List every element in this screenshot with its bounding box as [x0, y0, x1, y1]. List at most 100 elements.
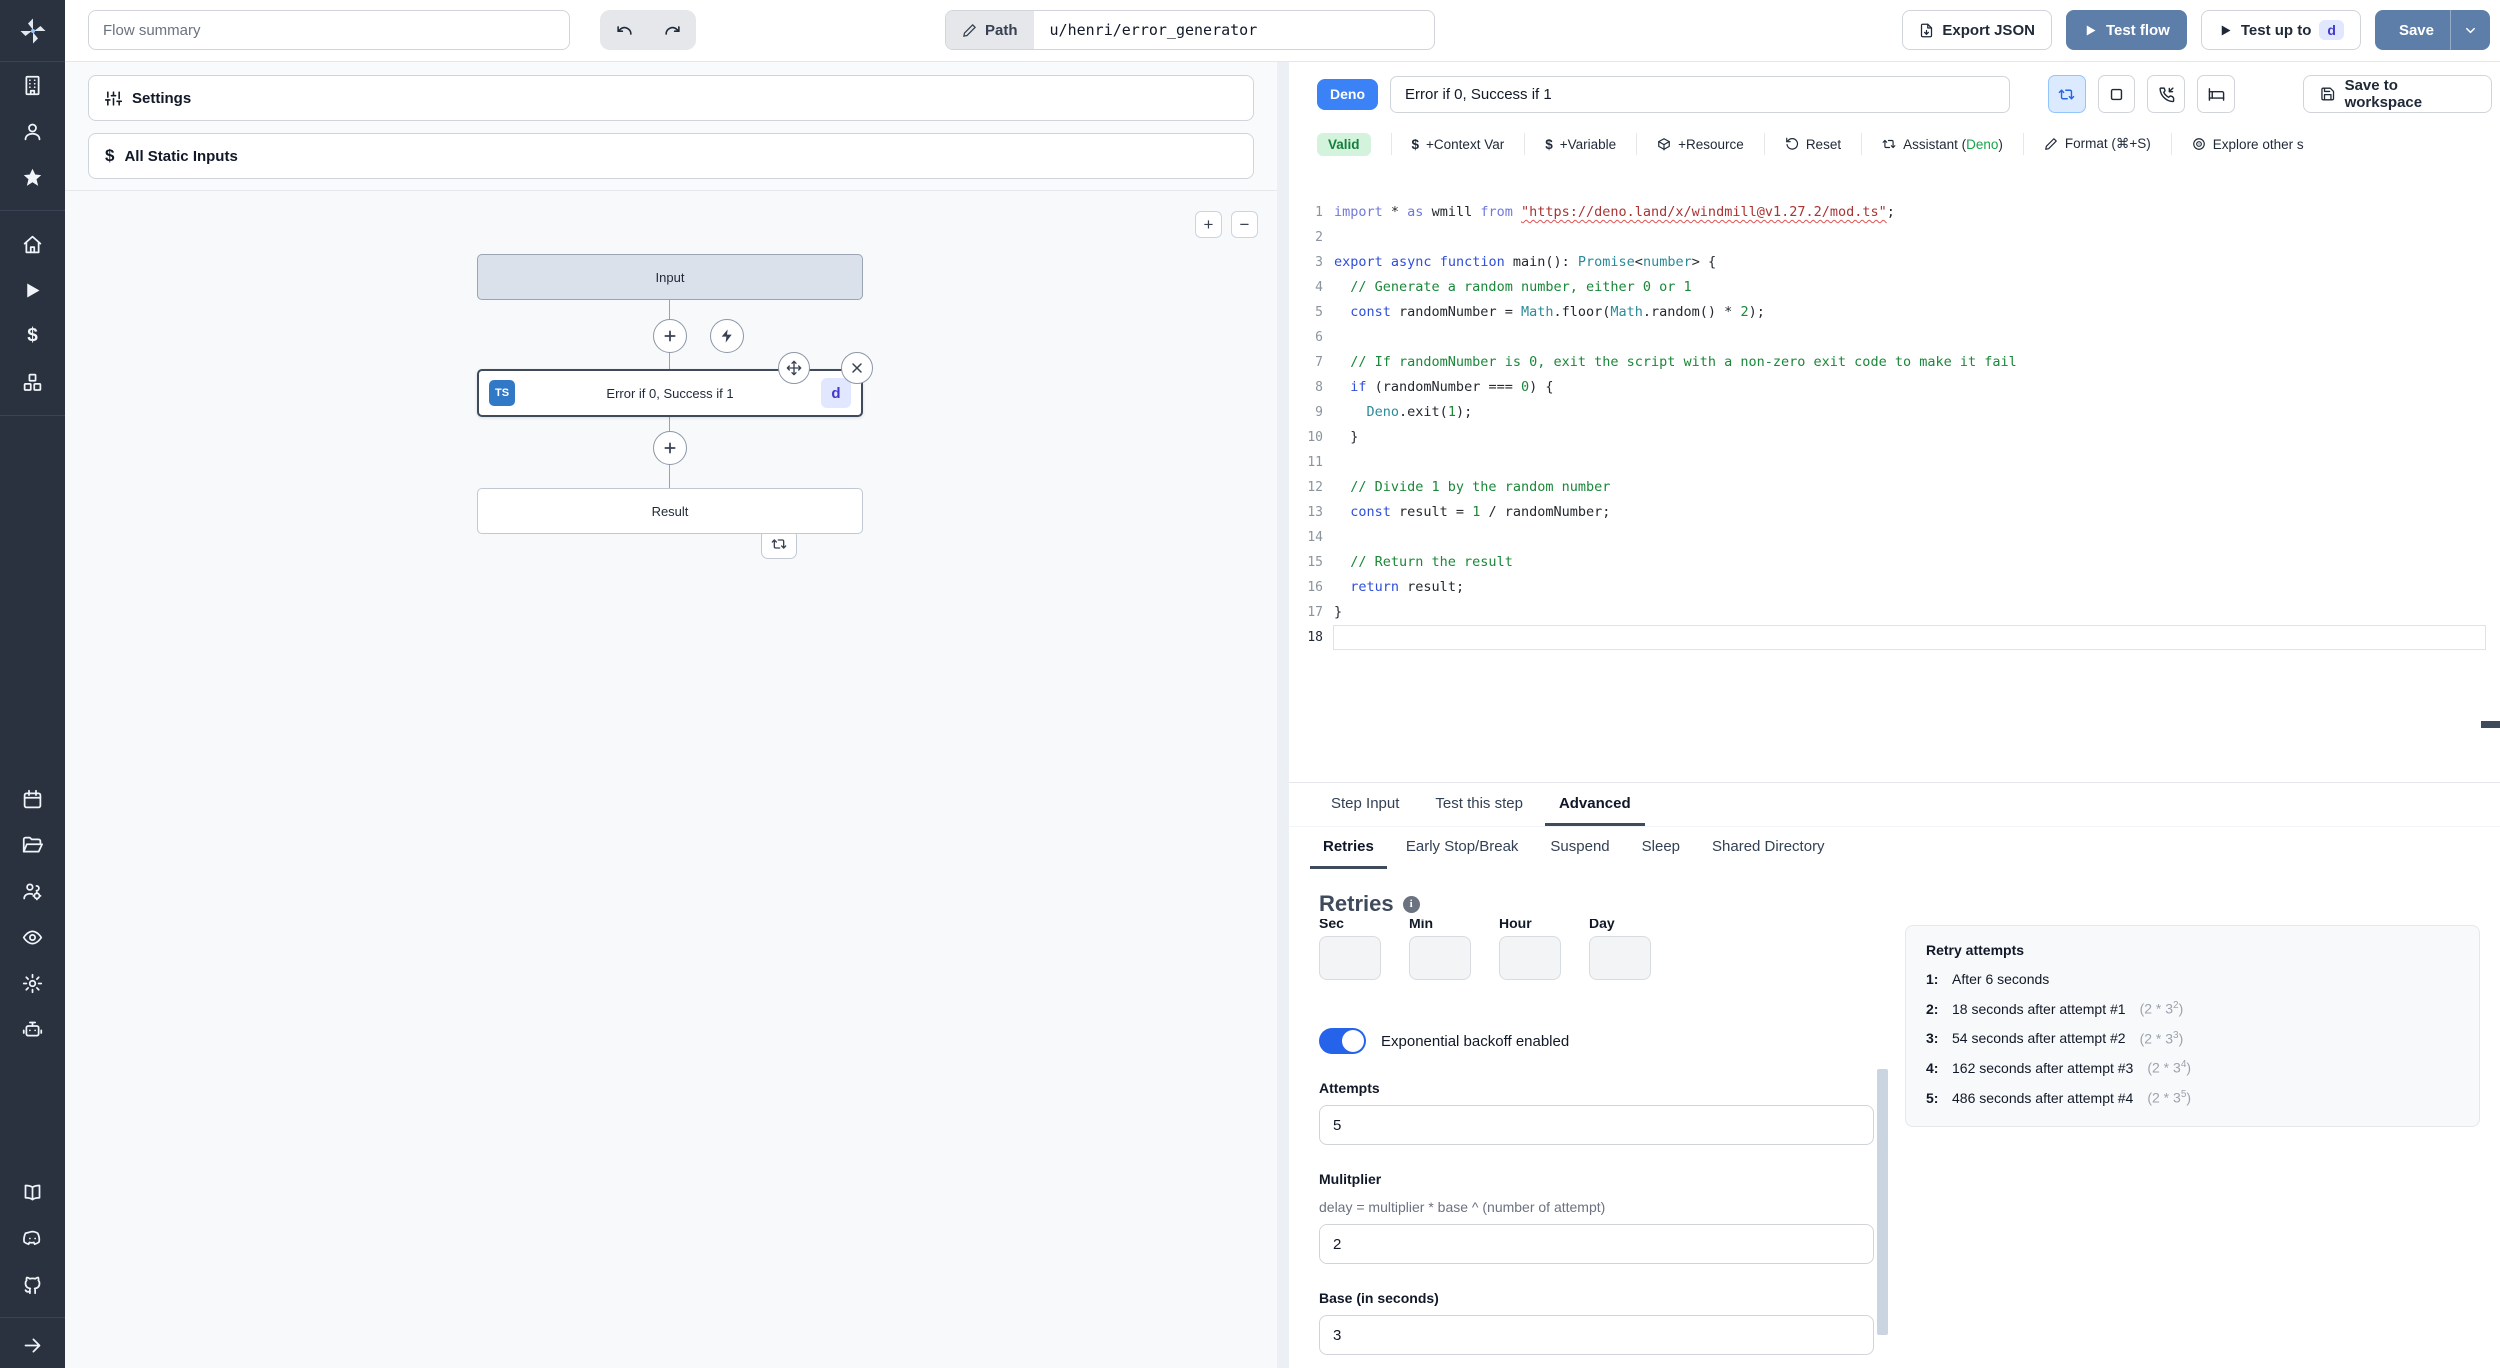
result-node[interactable]: Result [477, 488, 863, 534]
save-button[interactable]: Save [2375, 10, 2450, 50]
code-line-13[interactable]: 13 const result = 1 / randomNumber; [1307, 504, 1611, 520]
base-input[interactable]: 3 [1319, 1315, 1874, 1355]
arrow-right-icon[interactable] [13, 1322, 53, 1368]
code-line-5[interactable]: 5 const randomNumber = Math.floor(Math.r… [1315, 304, 1765, 320]
play-icon [2221, 25, 2231, 35]
play-icon[interactable] [13, 267, 53, 313]
sleep-quick-button[interactable] [2197, 75, 2236, 113]
add-trigger-button[interactable] [710, 319, 744, 353]
multiplier-input[interactable]: 2 [1319, 1224, 1874, 1264]
windmill-logo-icon[interactable] [0, 0, 65, 62]
folder-icon[interactable] [13, 822, 53, 868]
eye-icon[interactable] [13, 914, 53, 960]
toolbar-format-s-button[interactable]: Format (⌘+S) [2022, 133, 2171, 155]
add-step-button[interactable] [653, 431, 687, 465]
delete-step-button[interactable] [841, 352, 873, 384]
code-line-10[interactable]: 10 } [1307, 429, 1359, 445]
move-step-button[interactable] [778, 352, 810, 384]
test-up-to-button[interactable]: Test up to d [2200, 10, 2361, 50]
discord-icon[interactable] [13, 1215, 53, 1261]
test-flow-button[interactable]: Test flow [2065, 10, 2187, 50]
code-line-18[interactable]: 18 [1289, 625, 2486, 650]
redo-button[interactable] [648, 10, 696, 50]
tab-advanced[interactable]: Advanced [1544, 783, 1645, 826]
code-line-4[interactable]: 4 // Generate a random number, either 0 … [1315, 279, 1692, 295]
export-json-button[interactable]: Export JSON [1902, 10, 2052, 50]
step-name-input[interactable]: Error if 0, Success if 1 [1390, 75, 2011, 113]
robot-icon[interactable] [13, 1006, 53, 1052]
code-line-16[interactable]: 16 return result; [1307, 579, 1465, 595]
language-badge[interactable]: Deno [1317, 78, 1378, 110]
step-id-badge: d [2319, 20, 2344, 40]
subtab-sleep[interactable]: Sleep [1641, 838, 1681, 855]
toolbar-variable-button[interactable]: $+Variable [1524, 133, 1636, 155]
github-icon[interactable] [13, 1261, 53, 1307]
home-icon[interactable] [13, 221, 53, 267]
user-icon[interactable] [13, 108, 53, 154]
subtab-suspend[interactable]: Suspend [1550, 838, 1610, 855]
early-stop-quick-button[interactable] [2097, 75, 2136, 113]
calendar-icon[interactable] [13, 776, 53, 822]
code-line-6[interactable]: 6 [1315, 330, 1323, 345]
toolbar-reset-button[interactable]: Reset [1763, 133, 1861, 155]
sec-input[interactable] [1319, 936, 1381, 980]
users-gear-icon[interactable] [13, 868, 53, 914]
path-value-input[interactable]: u/henri/error_generator [1049, 21, 1258, 39]
tab-test-this-step[interactable]: Test this step [1435, 794, 1523, 812]
subtab-retries[interactable]: Retries [1310, 827, 1387, 869]
lightning-icon [721, 329, 732, 343]
valid-badge[interactable]: Valid [1317, 132, 1391, 156]
code-line-2[interactable]: 2 [1315, 230, 1323, 245]
gear-icon[interactable] [13, 960, 53, 1006]
toolbar-resource-button[interactable]: +Resource [1636, 133, 1764, 155]
flow-summary-input[interactable]: Flow summary [88, 10, 570, 50]
toolbar-context-var-button[interactable]: $+Context Var [1390, 133, 1525, 155]
subtab-early-stop-break[interactable]: Early Stop/Break [1405, 838, 1519, 855]
exponential-backoff-toggle[interactable] [1319, 1028, 1366, 1054]
code-line-15[interactable]: 15 // Return the result [1307, 554, 1513, 570]
zoom-in-button[interactable]: + [1195, 211, 1222, 238]
code-line-12[interactable]: 12 // Divide 1 by the random number [1307, 479, 1611, 495]
code-line-11[interactable]: 11 [1307, 455, 1323, 470]
flow-settings-button[interactable]: Settings [88, 75, 1254, 121]
info-icon[interactable]: i [1402, 895, 1420, 913]
cubes-icon[interactable] [13, 359, 53, 405]
file-down-icon [1921, 23, 1933, 37]
path-label: Path [946, 11, 1034, 49]
building-icon[interactable] [13, 62, 53, 108]
flow-canvas[interactable]: + − Input TS Error if 0, Success if 1 d [65, 190, 1277, 1368]
toolbar-assistant-button[interactable]: Assistant (Deno) [1861, 133, 2023, 155]
tab-step-input[interactable]: Step Input [1331, 794, 1400, 812]
all-static-inputs-button[interactable]: $ All Static Inputs [88, 133, 1254, 179]
min-input[interactable] [1409, 936, 1471, 980]
toolbar-explore-other-s-button[interactable]: Explore other s [2170, 133, 2324, 155]
day-input[interactable] [1589, 936, 1651, 980]
zoom-out-button[interactable]: − [1231, 211, 1258, 238]
save-menu-button[interactable] [2450, 10, 2490, 50]
input-node[interactable]: Input [477, 254, 863, 300]
code-line-14[interactable]: 14 [1307, 530, 1323, 545]
undo-button[interactable] [600, 10, 648, 50]
path-field[interactable]: Path u/henri/error_generator [945, 10, 1435, 50]
step-retry-indicator[interactable] [761, 529, 797, 559]
book-icon[interactable] [13, 1169, 53, 1215]
save-to-workspace-button[interactable]: Save to workspace [2303, 75, 2493, 113]
code-line-8[interactable]: 8 if (randomNumber === 0) { [1315, 379, 1554, 395]
suspend-quick-button[interactable] [2147, 75, 2186, 113]
retries-quick-button[interactable] [2047, 75, 2086, 113]
attempts-input[interactable]: 5 [1319, 1105, 1874, 1145]
code-line-9[interactable]: 9 Deno.exit(1); [1315, 404, 1473, 420]
code-line-7[interactable]: 7 // If randomNumber is 0, exit the scri… [1315, 354, 2017, 370]
star-icon[interactable] [13, 154, 53, 200]
scrollbar-thumb[interactable] [1877, 1069, 1888, 1335]
code-line-17[interactable]: 17} [1307, 604, 1343, 620]
pane-splitter[interactable] [1277, 62, 1289, 1368]
subtab-shared-directory[interactable]: Shared Directory [1712, 838, 1825, 855]
add-step-button[interactable] [653, 319, 687, 353]
hour-input[interactable] [1499, 936, 1561, 980]
dollar-icon[interactable]: $ [27, 325, 38, 346]
